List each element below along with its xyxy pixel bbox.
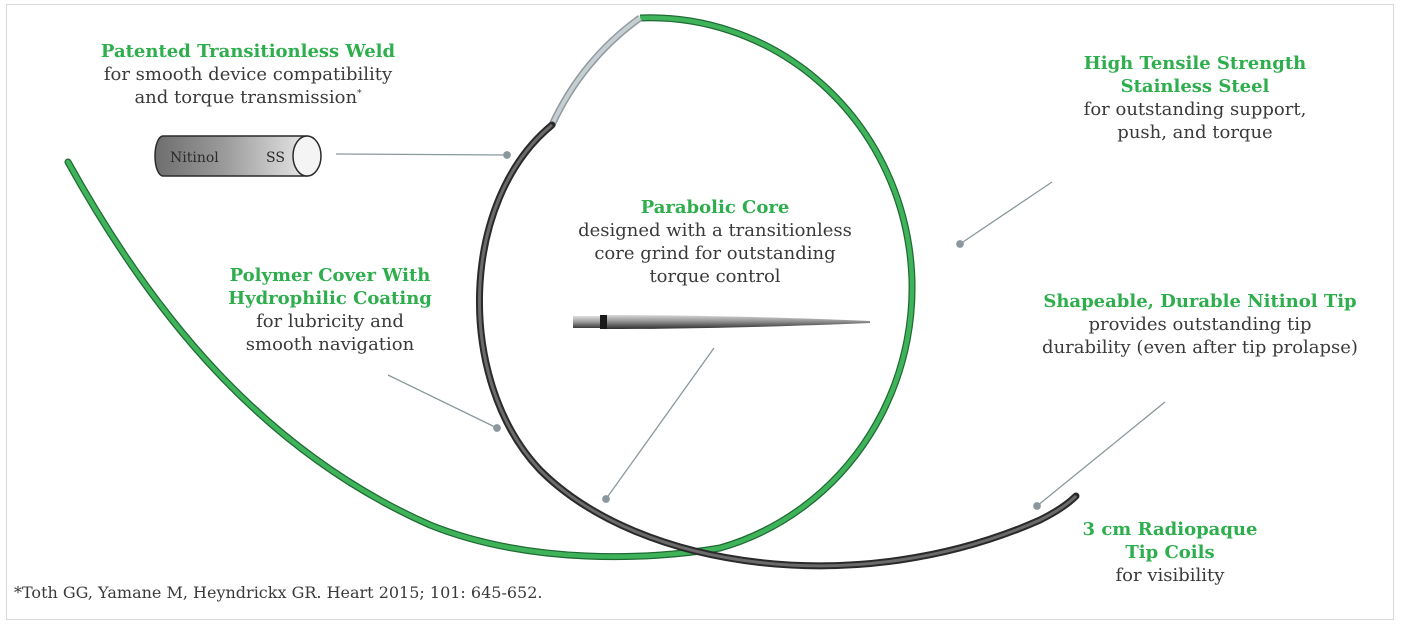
weld-leader bbox=[335, 153, 508, 156]
tip-callout: Shapeable, Durable Nitinol Tip provides … bbox=[1030, 290, 1370, 359]
weld-desc-line2-wrap: and torque transmission* bbox=[88, 86, 408, 109]
loop-dark-section bbox=[475, 121, 1080, 570]
weld-nitinol-label: Nitinol bbox=[170, 150, 219, 166]
weld-desc-line2: and torque transmission bbox=[134, 87, 358, 108]
tip-title: Shapeable, Durable Nitinol Tip bbox=[1043, 291, 1357, 312]
loop-green-section-highlight bbox=[639, 15, 915, 551]
polymer-callout: Polymer Cover With Hydrophilic Coating f… bbox=[220, 264, 440, 356]
tip-desc-line2: durability (even after tip prolapse) bbox=[1042, 337, 1358, 358]
coils-desc-line1: for visibility bbox=[1115, 565, 1225, 586]
weld-ss-label: SS bbox=[266, 150, 285, 166]
weld-callout: Patented Transitionless Weld for smooth … bbox=[88, 40, 408, 109]
coils-title-line1: 3 cm Radiopaque bbox=[1082, 519, 1258, 540]
citation-footnote: *Toth GG, Yamane M, Heyndrickx GR. Heart… bbox=[14, 583, 543, 602]
steel-callout: High Tensile Strength Stainless Steel fo… bbox=[1060, 52, 1330, 144]
polymer-leader bbox=[387, 374, 498, 429]
polymer-title-line2: Hydrophilic Coating bbox=[228, 288, 432, 309]
coils-callout: 3 cm Radiopaque Tip Coils for visibility bbox=[1070, 518, 1270, 587]
weld-title: Patented Transitionless Weld bbox=[100, 41, 396, 62]
core-leader bbox=[605, 347, 715, 500]
steel-leader bbox=[959, 181, 1053, 245]
weld-cylinder-diagram: Nitinol SS bbox=[154, 135, 322, 177]
loop-silver-highlight bbox=[550, 16, 642, 126]
core-callout: Parabolic Core designed with a transitio… bbox=[570, 196, 860, 288]
coils-title-line2: Tip Coils bbox=[1125, 542, 1215, 563]
core-desc-line2: core grind for outstanding bbox=[594, 243, 836, 264]
tip-leader bbox=[1036, 401, 1166, 507]
figure-frame bbox=[6, 4, 1394, 620]
polymer-title-line1: Polymer Cover With bbox=[229, 265, 431, 286]
polymer-desc-line1: for lubricity and bbox=[256, 311, 404, 332]
leader-lines bbox=[335, 151, 1166, 510]
core-title: Parabolic Core bbox=[640, 197, 790, 218]
tip-desc-line1: provides outstanding tip bbox=[1088, 314, 1312, 335]
core-desc-line1: designed with a transitionless bbox=[578, 220, 852, 241]
guidewire-green-highlight bbox=[65, 159, 723, 559]
parabolic-core-illustration bbox=[573, 315, 870, 329]
core-desc-line3: torque control bbox=[649, 266, 781, 287]
weld-footnote-mark: * bbox=[357, 89, 362, 99]
steel-desc-line2: push, and torque bbox=[1117, 122, 1273, 143]
loop-dark-highlight bbox=[477, 123, 1078, 568]
polymer-desc-line2: smooth navigation bbox=[245, 334, 415, 355]
steel-title-line2: Stainless Steel bbox=[1120, 76, 1270, 97]
weld-desc-line1: for smooth device compatibility bbox=[103, 64, 393, 85]
steel-desc-line1: for outstanding support, bbox=[1083, 99, 1307, 120]
loop-silver-section bbox=[548, 15, 643, 127]
steel-title-line1: High Tensile Strength bbox=[1083, 53, 1307, 74]
